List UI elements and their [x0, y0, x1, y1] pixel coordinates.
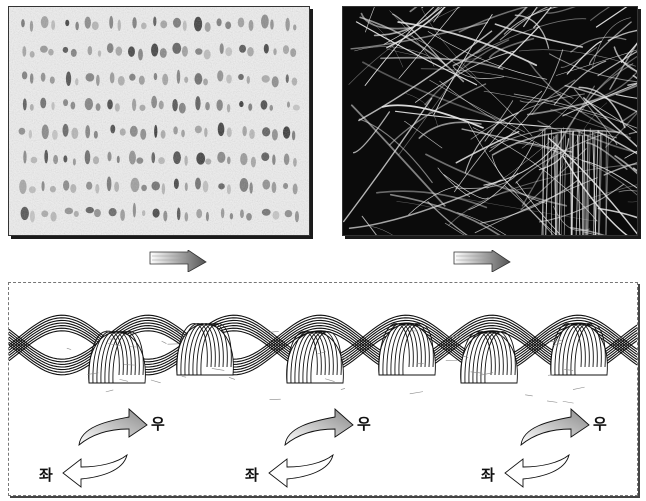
- curved-arrow-left-icon: [505, 455, 569, 487]
- yarn-coil: [177, 324, 234, 375]
- curved-arrow-left-icon: [63, 455, 127, 487]
- curved-arrow-right-icon: [285, 409, 353, 445]
- curved-arrow-right-icon: [79, 409, 147, 445]
- label-left: 좌: [245, 466, 259, 484]
- fiber-strands-texture: [343, 7, 637, 235]
- woven-fabric-photo: [8, 6, 310, 236]
- arrow-right-down-icon: [452, 250, 512, 272]
- twist-direction-indicator: 우좌: [481, 409, 607, 487]
- label-right: 우: [593, 415, 607, 433]
- yarn-coil: [461, 332, 518, 383]
- twist-direction-indicator: 우좌: [39, 409, 165, 487]
- arrow-right-down-icon: [148, 250, 208, 272]
- woven-fabric-texture: [9, 7, 309, 235]
- label-right: 우: [357, 415, 371, 433]
- twist-direction-indicator: 우좌: [245, 409, 371, 487]
- label-left: 좌: [39, 466, 53, 484]
- curved-arrow-left-icon: [269, 455, 333, 487]
- fiber-closeup-photo: [342, 6, 638, 236]
- label-left: 좌: [481, 466, 495, 484]
- label-right: 우: [151, 415, 165, 433]
- curved-arrow-right-icon: [521, 409, 589, 445]
